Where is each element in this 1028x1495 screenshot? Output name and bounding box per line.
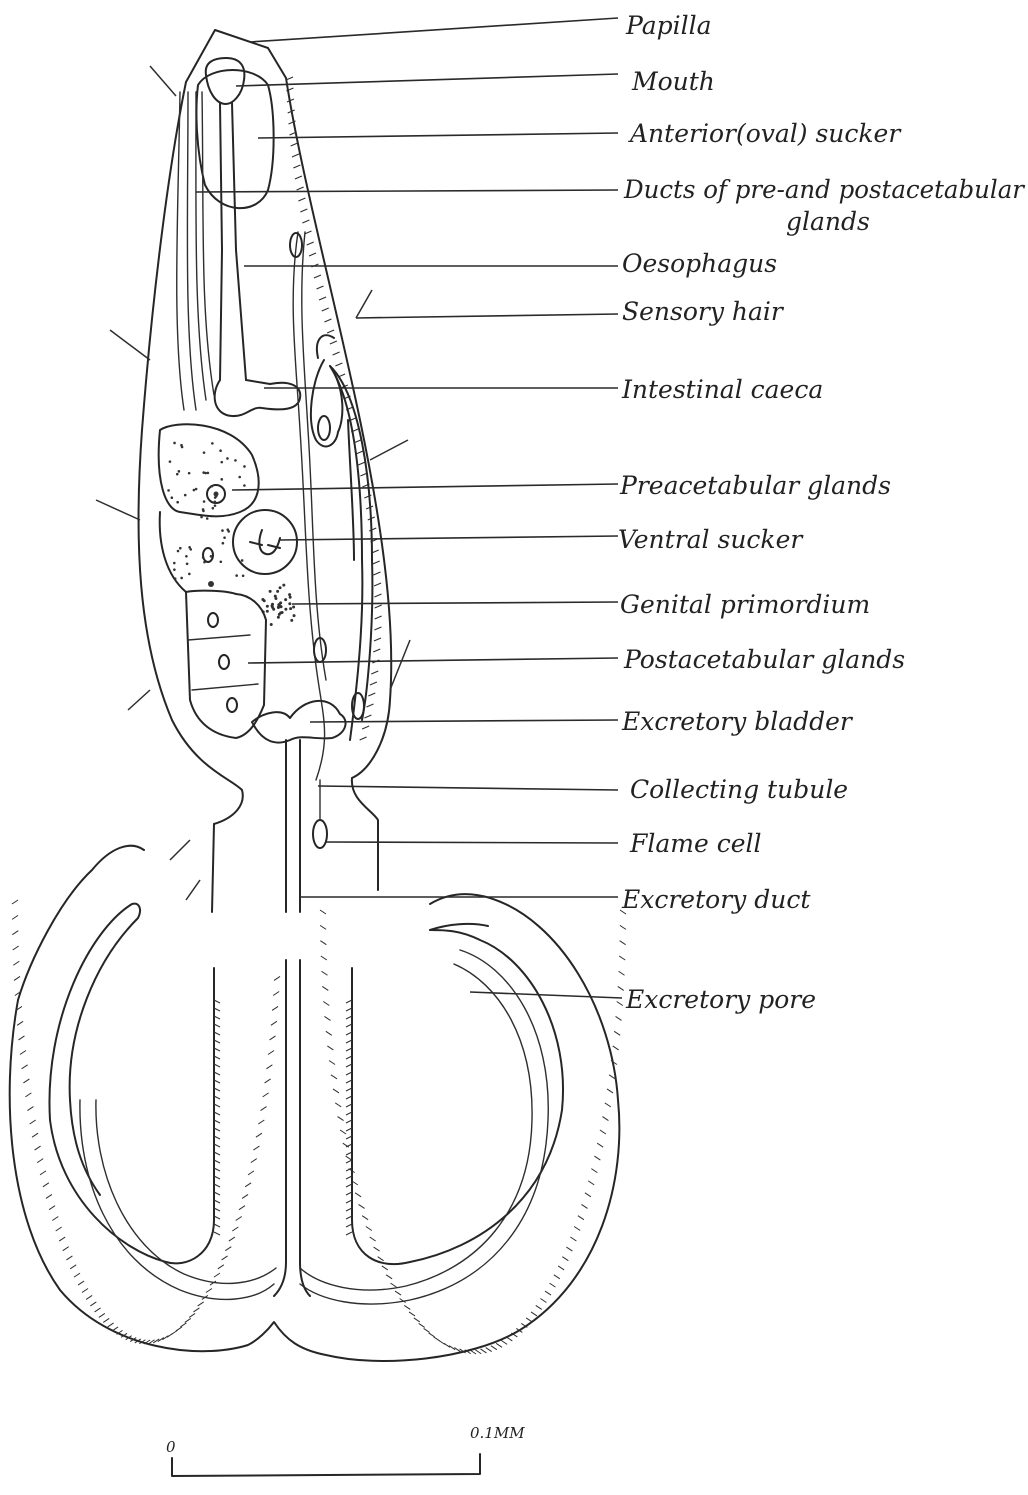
tail-furcae (10, 846, 620, 1361)
oesophagus (220, 103, 246, 380)
label-excretory-pore: Excretory pore (625, 985, 816, 1014)
label-postacetabular-glands: Postacetabular glands (623, 645, 905, 674)
scale-bar-right-label: 0.1MM (470, 1424, 525, 1442)
label-oesophagus: Oesophagus (622, 249, 777, 278)
label-excretory-duct: Excretory duct (621, 885, 811, 914)
label-anterior-sucker: Anterior(oval) sucker (628, 119, 902, 148)
label-genital-primordium: Genital primordium (620, 590, 870, 619)
label-ducts-line1: Ducts of pre-and postacetabular (623, 175, 1026, 204)
flame-cells (313, 416, 364, 848)
excretory-duct (212, 740, 378, 912)
label-ventral-sucker: Ventral sucker (618, 525, 804, 554)
label-sensory-hair: Sensory hair (622, 297, 785, 326)
ventral-sucker (233, 510, 297, 574)
scale-bar-left-label: 0 (166, 1438, 176, 1456)
label-preacetabular-glands: Preacetabular glands (619, 471, 891, 500)
gland-granules (167, 442, 245, 580)
label-intestinal-caeca: Intestinal caeca (621, 375, 823, 404)
label-collecting-tubule: Collecting tubule (630, 775, 848, 804)
label-mouth: Mouth (631, 67, 715, 96)
label-ducts-line2: glands (786, 207, 870, 236)
postacetabular-glands (186, 592, 266, 738)
preacetabular-glands (159, 424, 259, 594)
label-excretory-bladder: Excretory bladder (621, 707, 854, 736)
label-papilla: Papilla (625, 11, 712, 40)
gland-ducts (177, 92, 214, 410)
collecting-tubules (290, 232, 372, 780)
leader-lines (196, 18, 622, 998)
tail-cuticle-hairs (12, 900, 626, 1354)
label-flame-cell: Flame cell (629, 829, 761, 858)
intestinal-caeca (215, 380, 301, 416)
labels: Papilla Mouth Anterior(oval) sucker Duct… (618, 11, 1026, 1014)
scale-bar: 0 0.1MM (166, 1424, 525, 1476)
